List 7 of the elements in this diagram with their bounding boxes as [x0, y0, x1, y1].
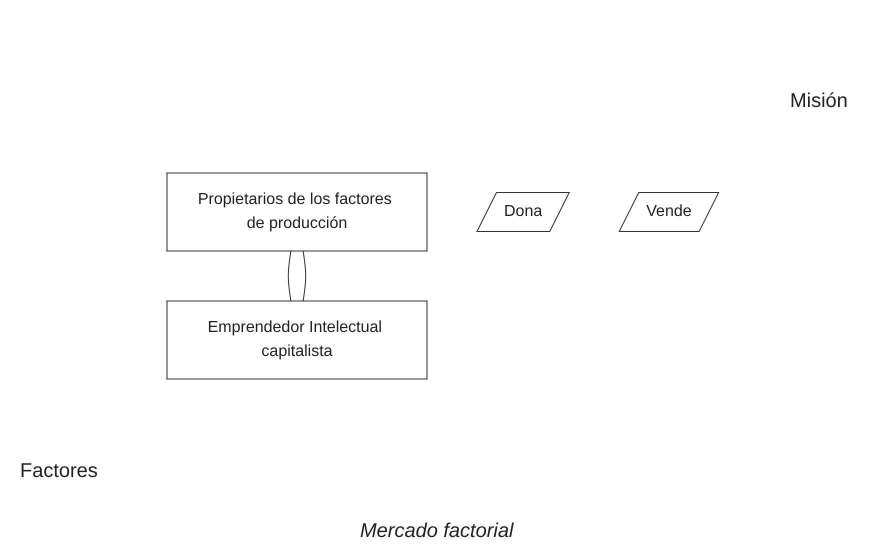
text-label: Factores [20, 460, 98, 483]
caption-text: Mercado factorial [360, 520, 514, 543]
node-box: Emprendedor Intelectual capitalista [166, 300, 428, 380]
connector [302, 250, 306, 302]
connector [287, 250, 292, 302]
text-label: Misión [790, 90, 848, 113]
node-box: Propietarios de los factores de producción [166, 172, 428, 252]
